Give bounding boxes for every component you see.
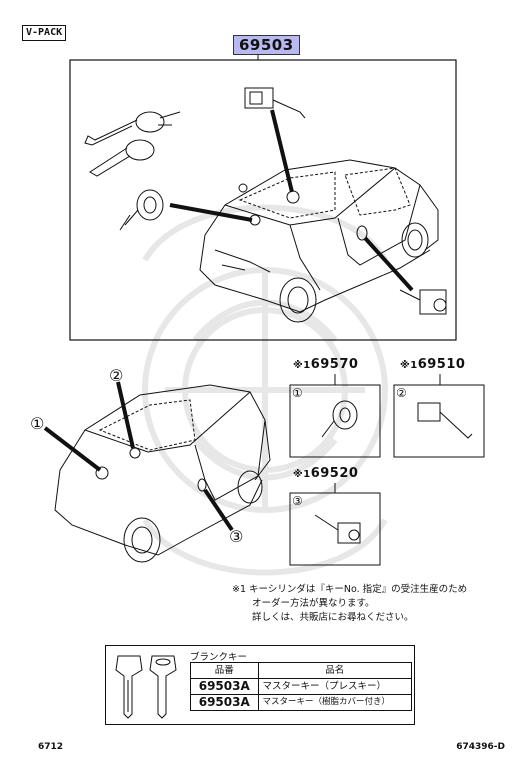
footer-left-code: 6712 xyxy=(38,742,64,752)
callout-leader-1 xyxy=(43,426,102,472)
part-label-69570[interactable]: ※169570 xyxy=(293,357,359,372)
callout-2[interactable]: ② xyxy=(109,366,124,385)
row-part-no[interactable]: 69503A xyxy=(190,678,259,695)
row-name: マスターキー（プレスキー） xyxy=(257,678,412,695)
part-label-69510[interactable]: ※169510 xyxy=(400,357,466,372)
main-assembly-diagram xyxy=(69,59,457,341)
table-row[interactable]: 69503A マスターキー（プレスキー） xyxy=(190,678,412,695)
main-part-number[interactable]: 69503 xyxy=(233,35,300,55)
blank-key-panel: ブランクキー 品番 品名 69503A マスターキー（プレスキー） 69503A… xyxy=(105,645,415,725)
ignition-cylinder-icon xyxy=(119,189,164,231)
door-lock-icon xyxy=(399,289,447,315)
part-label-69520[interactable]: ※169520 xyxy=(293,466,359,481)
main-part-leader xyxy=(257,54,259,60)
note-line-2: オーダー方法が異なります。 xyxy=(252,598,375,609)
col-header-part-no: 品番 xyxy=(190,662,259,679)
footer-right-code: 674396-D xyxy=(456,742,505,752)
blank-key-table: 品番 品名 69503A マスターキー（プレスキー） 69503A マスターキー… xyxy=(190,662,412,711)
box-slot-1: ① xyxy=(292,386,303,400)
part-boxes xyxy=(289,374,485,566)
location-diagram xyxy=(43,381,271,563)
blank-key-title: ブランクキー xyxy=(190,652,248,663)
callout-1[interactable]: ① xyxy=(30,414,45,433)
note-line-3: 詳しくは、共販店にお尋ねください。 xyxy=(252,612,414,623)
pack-label: V-PACK xyxy=(22,25,67,41)
row-name: マスターキー（樹脂カバー付き） xyxy=(257,694,412,711)
callout-leader-3 xyxy=(203,488,234,532)
note-line-1: ※1 キーシリンダは『キーNo. 指定』の受注生産のため xyxy=(232,584,468,595)
blank-key-icons xyxy=(115,655,177,719)
table-row[interactable]: 69503A マスターキー（樹脂カバー付き） xyxy=(190,694,412,711)
key-pair-icon xyxy=(84,111,181,177)
row-part-no[interactable]: 69503A xyxy=(190,694,259,711)
callout-3[interactable]: ③ xyxy=(229,527,244,546)
box-slot-3: ③ xyxy=(292,494,303,508)
box-slot-2: ② xyxy=(396,386,407,400)
col-header-name: 品名 xyxy=(257,662,412,679)
leader-back-door xyxy=(270,109,294,193)
leader-ignition xyxy=(169,203,253,222)
back-door-lock-icon xyxy=(244,87,306,119)
order-note: ※1 キーシリンダは『キーNo. 指定』の受注生産のため オーダー方法が異なりま… xyxy=(232,583,467,625)
callout-leader-2 xyxy=(116,381,135,449)
leader-door xyxy=(363,236,414,292)
car-illustration xyxy=(199,159,439,323)
